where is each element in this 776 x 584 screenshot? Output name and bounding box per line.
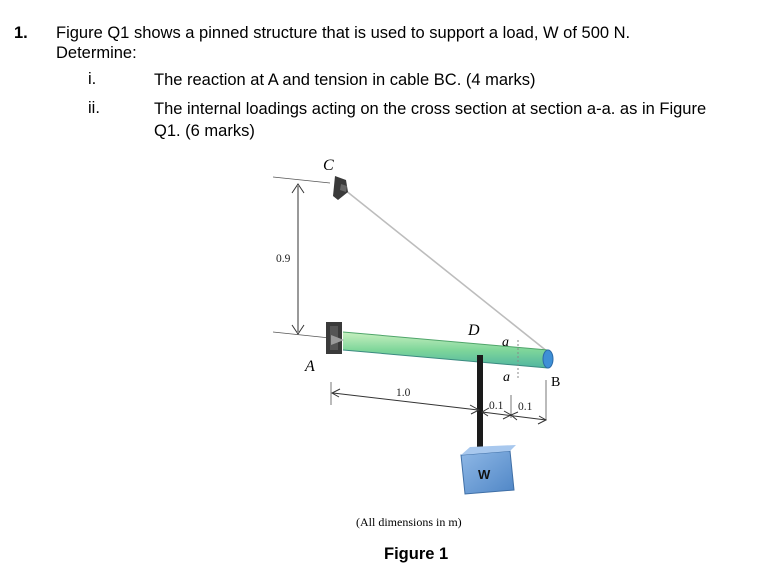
dim-length-arrow-right <box>469 404 481 415</box>
hanger-rod <box>477 355 483 455</box>
figure-title: Figure 1 <box>384 545 449 563</box>
dim-seg1-label: 0.1 <box>489 400 504 412</box>
dim-top-extension <box>272 176 331 184</box>
question-text: Figure Q1 shows a pinned structure that … <box>56 23 756 63</box>
part-ii-line-2: Q1. (6 marks) <box>154 122 255 140</box>
cable-bc <box>339 185 549 353</box>
dim-length-label: 1.0 <box>396 387 411 399</box>
dim-seg-arrow-4 <box>537 415 548 425</box>
figure-caption: (All dimensions in m) <box>356 515 462 529</box>
support-c <box>333 176 348 200</box>
dim-height-label: 0.9 <box>276 253 291 265</box>
dim-seg-line <box>481 411 547 421</box>
part-ii-label: ii. <box>88 99 100 117</box>
part-ii-text: The internal loadings acting on the cros… <box>154 98 764 142</box>
question-number: 1. <box>14 24 28 42</box>
label-a: A <box>304 358 315 375</box>
question-line-2: Determine: <box>56 44 137 62</box>
label-a-bottom: a <box>503 370 510 385</box>
question-line-1: Figure Q1 shows a pinned structure that … <box>56 24 631 42</box>
label-b: B <box>551 375 560 390</box>
dim-seg-arrow-1 <box>481 407 490 417</box>
part-i-label: i. <box>88 70 97 88</box>
pin-support-a <box>326 322 344 354</box>
dim-height-arrow-bottom <box>291 324 305 335</box>
label-a-top: a <box>502 335 509 350</box>
dim-seg-arrow-3 <box>510 411 519 421</box>
beam-end-b <box>542 349 554 369</box>
label-w: W <box>478 467 491 482</box>
part-ii-line-1: The internal loadings acting on the cros… <box>154 100 707 118</box>
load-box-w <box>460 445 516 495</box>
dim-length-arrow-left <box>330 388 341 398</box>
label-d: D <box>467 322 480 339</box>
dim-height-arrow-top <box>291 183 305 194</box>
dim-seg2-label: 0.1 <box>518 401 533 413</box>
label-c: C <box>323 157 334 174</box>
part-i-text: The reaction at A and tension in cable B… <box>154 71 536 89</box>
beam-ab <box>342 331 554 369</box>
dim-length-line <box>332 392 479 411</box>
dim-bottom-extension <box>272 331 331 339</box>
